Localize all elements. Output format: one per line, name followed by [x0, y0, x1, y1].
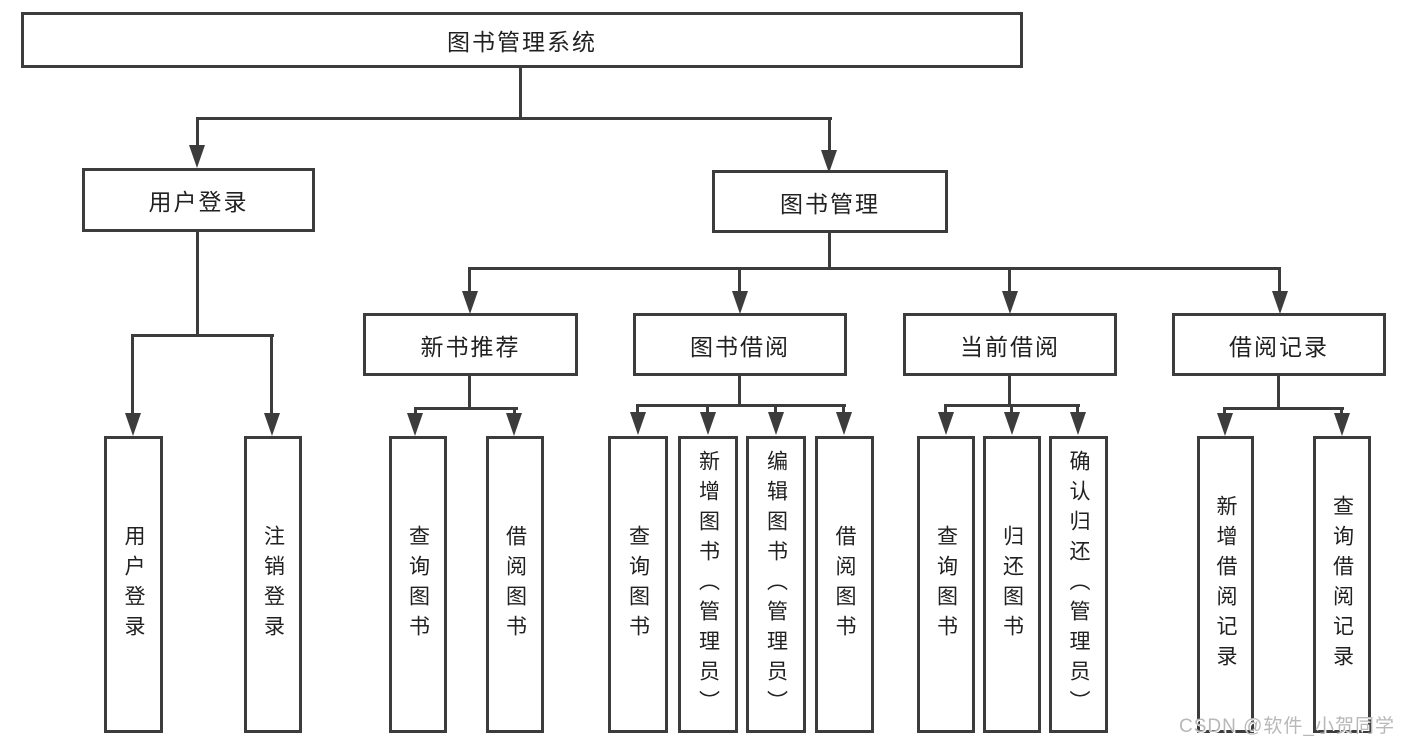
arrow-to-current-return: [1004, 412, 1020, 435]
leaf-records-add-record-label: 新增借阅记录: [1214, 494, 1237, 675]
node-current-borrow: 当前借阅: [903, 313, 1117, 376]
connector-to-current-borrow: [1008, 267, 1011, 295]
arrow-to-recommend-query: [407, 413, 423, 436]
leaf-current-return-books-label: 归还图书: [1000, 524, 1024, 645]
arrow-to-borrow-query: [630, 412, 646, 435]
leaf-records-query-record-label: 查询借阅记录: [1330, 494, 1354, 675]
arrow-to-current-query: [938, 412, 954, 435]
connector-to-user-login: [196, 117, 199, 149]
node-user-login-group: 用户登录: [82, 168, 315, 232]
connector-stub: [1010, 404, 1013, 413]
connector-user-login-drop: [196, 230, 199, 337]
csdn-watermark: CSDN @软件_小贺同学: [1179, 716, 1395, 737]
leaf-recommend-query-books: 查询图书: [389, 436, 447, 733]
leaf-current-query-books: 查询图书: [917, 436, 975, 733]
arrow-to-leaf-logout: [264, 413, 280, 436]
leaf-current-confirm-return-admin-label: 确认归还（管理员）: [1067, 449, 1090, 720]
leaf-current-confirm-return-admin: 确认归还（管理员）: [1049, 436, 1108, 733]
connector-to-leaf-user-login: [131, 334, 134, 415]
leaf-recommend-query-books-label: 查询图书: [406, 524, 430, 645]
leaf-borrow-edit-books-admin: 编辑图书（管理员）: [746, 436, 806, 733]
leaf-recommend-borrow-books: 借阅图书: [486, 436, 544, 733]
connector-to-borrow-records: [1278, 267, 1281, 295]
arrow-to-user-login: [189, 145, 205, 168]
arrow-to-borrow-add: [700, 412, 716, 435]
node-root: 图书管理系统: [21, 12, 1023, 68]
connector-book-borrow-rail: [636, 404, 846, 407]
arrow-to-borrow-edit: [768, 412, 784, 435]
connector-new-book-drop: [468, 376, 471, 410]
connector-user-login-rail: [131, 334, 274, 337]
leaf-records-query-record: 查询借阅记录: [1313, 436, 1371, 733]
leaf-user-login: 用户登录: [104, 436, 163, 733]
leaf-borrow-edit-books-admin-label: 编辑图书（管理员）: [764, 449, 788, 720]
leaf-recommend-borrow-books-label: 借阅图书: [503, 524, 527, 645]
connector-level1-rail: [196, 117, 832, 120]
arrow-to-current-confirm: [1070, 412, 1086, 435]
arrow-to-records-add: [1217, 413, 1233, 436]
connector-stub: [513, 407, 516, 416]
leaf-borrow-query-books: 查询图书: [608, 436, 668, 733]
connector-stub: [636, 404, 639, 413]
connector-book-management-drop: [828, 233, 831, 270]
arrow-to-borrow-borrow: [836, 412, 852, 435]
node-book-management-group: 图书管理: [712, 170, 948, 233]
node-borrow-records: 借阅记录: [1172, 313, 1386, 376]
node-root-label: 图书管理系统: [447, 29, 597, 55]
connector-to-book-management: [828, 117, 831, 152]
connector-stub: [774, 404, 777, 413]
connector-book-management-rail: [468, 267, 1281, 270]
leaf-logout-label: 注销登录: [261, 524, 285, 645]
node-current-borrow-label: 当前借阅: [960, 333, 1060, 360]
leaf-records-add-record: 新增借阅记录: [1197, 436, 1254, 733]
arrow-to-book-management: [821, 150, 837, 173]
connector-stub: [842, 404, 845, 413]
connector-stub: [944, 404, 947, 413]
node-new-book-recommend-label: 新书推荐: [420, 333, 521, 360]
node-book-borrow-label: 图书借阅: [690, 333, 790, 360]
node-borrow-records-label: 借阅记录: [1229, 333, 1329, 360]
node-book-management-group-label: 图书管理: [780, 190, 880, 217]
arrow-to-borrow-records: [1272, 291, 1288, 314]
arrow-to-current-borrow: [1002, 291, 1018, 314]
leaf-current-return-books: 归还图书: [983, 436, 1041, 733]
leaf-user-login-label: 用户登录: [122, 524, 145, 645]
leaf-logout: 注销登录: [244, 436, 302, 733]
node-new-book-recommend: 新书推荐: [363, 313, 578, 376]
arrow-to-leaf-user-login: [125, 413, 141, 436]
connector-stub: [706, 404, 709, 413]
leaf-borrow-add-books-admin: 新增图书（管理员）: [678, 436, 738, 733]
connector-stub: [1076, 404, 1079, 413]
leaf-borrow-borrow-books: 借阅图书: [815, 436, 874, 733]
leaf-borrow-borrow-books-label: 借阅图书: [833, 524, 856, 645]
leaf-borrow-query-books-label: 查询图书: [626, 524, 650, 645]
connector-root-drop: [519, 66, 522, 120]
arrow-to-records-query: [1334, 413, 1350, 436]
connector-stub: [414, 407, 417, 416]
node-user-login-group-label: 用户登录: [148, 189, 249, 215]
connector-book-borrow-drop: [738, 376, 741, 407]
leaf-borrow-add-books-admin-label: 新增图书（管理员）: [696, 449, 720, 720]
connector-stub: [1340, 407, 1343, 416]
connector-borrow-records-drop: [1277, 376, 1280, 410]
connector-to-new-book: [468, 267, 471, 295]
connector-new-book-rail: [414, 407, 518, 410]
connector-to-leaf-logout: [270, 334, 273, 415]
connector-borrow-records-rail: [1223, 407, 1344, 410]
connector-stub: [1223, 407, 1226, 416]
arrow-to-recommend-borrow: [506, 413, 522, 436]
connector-current-borrow-drop: [1008, 376, 1011, 407]
connector-to-book-borrow: [738, 267, 741, 295]
leaf-current-query-books-label: 查询图书: [934, 524, 958, 645]
arrow-to-book-borrow: [732, 291, 748, 314]
arrow-to-new-book: [462, 291, 478, 314]
node-book-borrow: 图书借阅: [633, 313, 847, 376]
